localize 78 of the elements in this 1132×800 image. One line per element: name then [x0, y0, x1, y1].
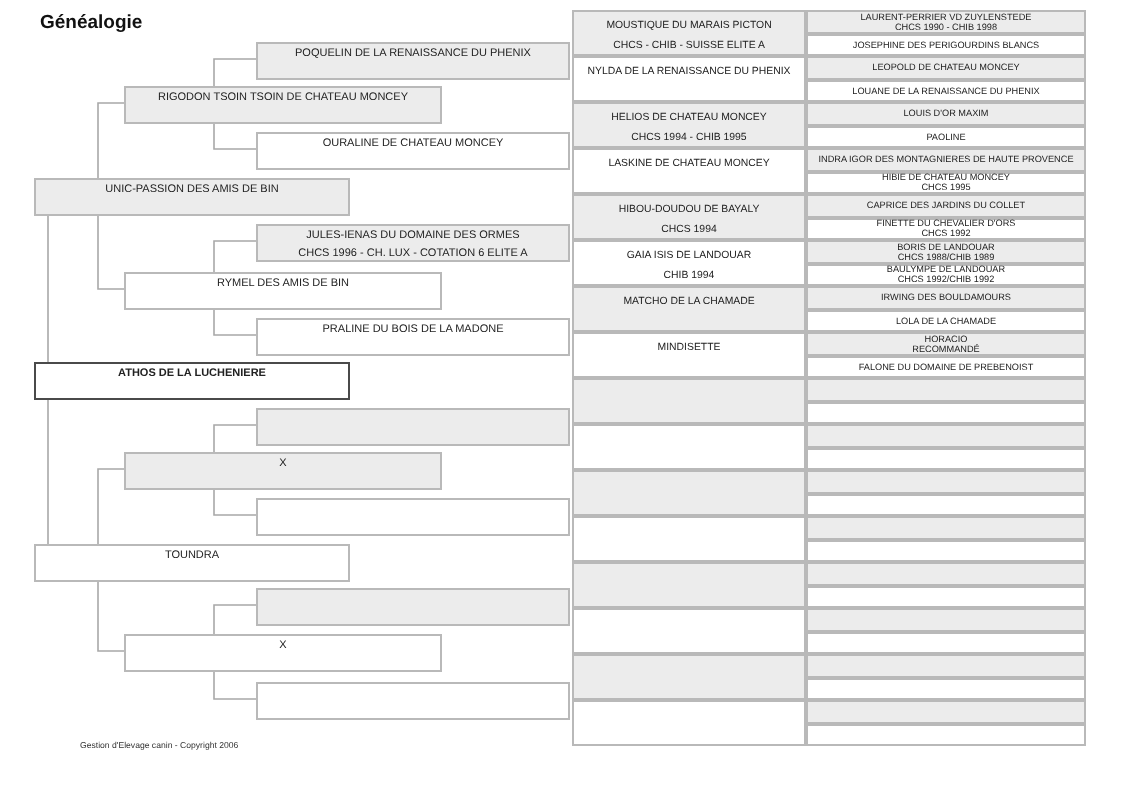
- pedigree-box: [34, 544, 350, 582]
- pedigree-box: [806, 309, 1086, 332]
- pedigree-box: [256, 588, 570, 626]
- pedigree-box: [34, 178, 350, 216]
- connector-line: [213, 123, 257, 150]
- pedigree-box: [806, 539, 1086, 562]
- pedigree-box: [256, 132, 570, 170]
- connector-line: [97, 581, 125, 652]
- pedigree-box: [806, 240, 1086, 263]
- connector-line: [47, 399, 49, 545]
- pedigree-box: [806, 700, 1086, 723]
- pedigree-box: [572, 10, 806, 56]
- connector-line: [213, 424, 257, 453]
- pedigree-box: [806, 355, 1086, 378]
- pedigree-box: [806, 447, 1086, 470]
- pedigree-box: [572, 562, 806, 608]
- pedigree-box: [572, 56, 806, 102]
- pedigree-box: [572, 240, 806, 286]
- pedigree-box: [806, 608, 1086, 631]
- pedigree-box: [806, 424, 1086, 447]
- pedigree-box: [124, 634, 442, 672]
- pedigree-box: [806, 470, 1086, 493]
- pedigree-box: [256, 682, 570, 720]
- pedigree-box: [256, 224, 570, 262]
- pedigree-box: [806, 332, 1086, 355]
- pedigree-box: [572, 470, 806, 516]
- pedigree-box: [806, 378, 1086, 401]
- pedigree-box: [806, 562, 1086, 585]
- connector-line: [47, 215, 49, 363]
- connector-line: [213, 58, 257, 87]
- connector-line: [213, 489, 257, 516]
- pedigree-box: [572, 654, 806, 700]
- pedigree-box: [256, 498, 570, 536]
- pedigree-box: [806, 677, 1086, 700]
- pedigree-box: [572, 700, 806, 746]
- pedigree-box: [256, 42, 570, 80]
- pedigree-box: [124, 452, 442, 490]
- connector-line: [213, 240, 257, 273]
- pedigree-box: [572, 194, 806, 240]
- pedigree-box: [806, 33, 1086, 56]
- pedigree-box: [806, 125, 1086, 148]
- pedigree-box: [572, 332, 806, 378]
- connector-line: [97, 102, 125, 179]
- pedigree-box: [124, 272, 442, 310]
- pedigree-box: [806, 401, 1086, 424]
- pedigree-box: [806, 79, 1086, 102]
- pedigree-box: [806, 654, 1086, 677]
- pedigree-box: [806, 171, 1086, 194]
- pedigree-box: [256, 318, 570, 356]
- connector-line: [213, 604, 257, 635]
- pedigree-box: [806, 217, 1086, 240]
- pedigree-box: [806, 286, 1086, 309]
- connector-line: [213, 671, 257, 700]
- pedigree-box: [572, 148, 806, 194]
- pedigree-box: [572, 378, 806, 424]
- pedigree-box: [806, 585, 1086, 608]
- pedigree-box: [572, 102, 806, 148]
- pedigree-box: [806, 102, 1086, 125]
- connector-line: [97, 215, 125, 290]
- connector-line: [97, 468, 125, 545]
- pedigree-box: [806, 263, 1086, 286]
- pedigree-box: [806, 56, 1086, 79]
- pedigree-box: [806, 723, 1086, 746]
- pedigree-box: [124, 86, 442, 124]
- pedigree-box: [806, 516, 1086, 539]
- pedigree-box: [572, 424, 806, 470]
- pedigree-box: [806, 194, 1086, 217]
- pedigree-box: [34, 362, 350, 400]
- pedigree-box: [572, 608, 806, 654]
- pedigree-box: [806, 631, 1086, 654]
- pedigree-box: [806, 10, 1086, 33]
- pedigree-box: [806, 148, 1086, 171]
- pedigree-box: [572, 286, 806, 332]
- pedigree-box: [806, 493, 1086, 516]
- connector-line: [213, 309, 257, 336]
- pedigree-box: [572, 516, 806, 562]
- page-title: Généalogie: [40, 12, 143, 34]
- pedigree-box: [256, 408, 570, 446]
